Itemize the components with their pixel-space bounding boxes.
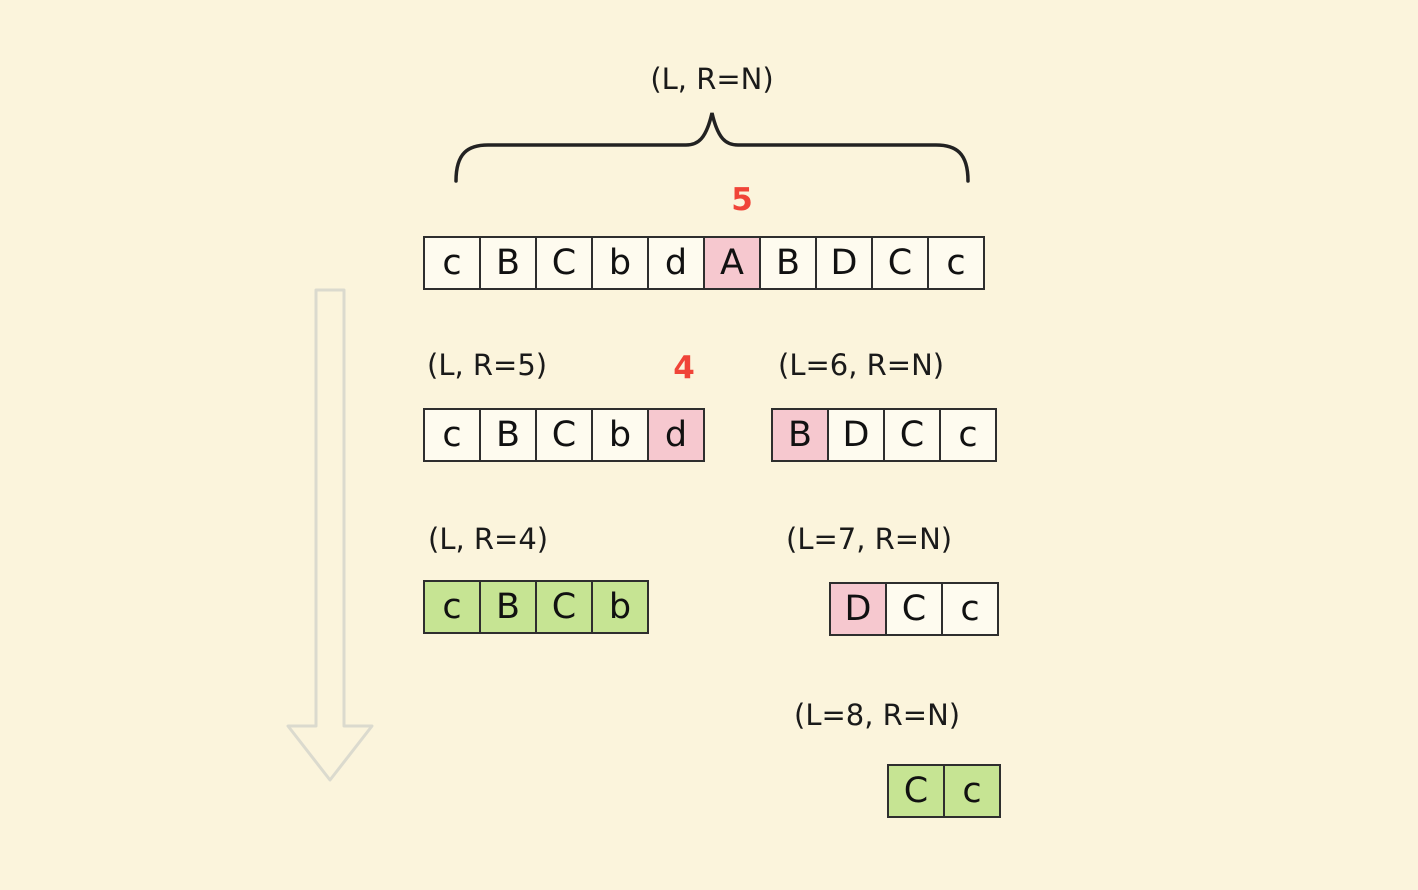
array-cell: C — [871, 236, 929, 290]
array-cell: C — [535, 408, 593, 462]
array-cell: A — [703, 236, 761, 290]
array-cell: B — [771, 408, 829, 462]
array-cell: D — [815, 236, 873, 290]
array-cell: b — [591, 236, 649, 290]
range-label-root: (L, R=N) — [650, 62, 774, 96]
array-cell: c — [423, 580, 481, 634]
array-cell: b — [591, 408, 649, 462]
range-label-right-2: (L=7, R=N) — [786, 522, 953, 556]
array-cell: D — [829, 582, 887, 636]
array-cell: d — [647, 236, 705, 290]
pivot-number-root: 5 — [731, 182, 753, 218]
array-cell: c — [939, 408, 997, 462]
array-cell: C — [883, 408, 941, 462]
range-label-right-3: (L=8, R=N) — [794, 698, 961, 732]
range-label-left-1: (L, R=5) — [427, 348, 548, 382]
array-cell: c — [927, 236, 985, 290]
array-cell: B — [479, 580, 537, 634]
array-cell: C — [535, 580, 593, 634]
pivot-number-left-1: 4 — [673, 350, 695, 386]
array-cell: c — [941, 582, 999, 636]
array-cell: b — [591, 580, 649, 634]
array-cell: B — [479, 408, 537, 462]
array-cell: c — [423, 408, 481, 462]
array-cell: C — [885, 582, 943, 636]
range-label-left-2: (L, R=4) — [428, 522, 549, 556]
curly-brace-icon — [454, 112, 970, 183]
array-cell: B — [479, 236, 537, 290]
array-cell: B — [759, 236, 817, 290]
array-cell: c — [943, 764, 1001, 818]
array-cell: D — [827, 408, 885, 462]
array-cell: C — [887, 764, 945, 818]
array-cell: c — [423, 236, 481, 290]
array-cell: C — [535, 236, 593, 290]
down-arrow-icon — [286, 288, 374, 782]
array-cell: d — [647, 408, 705, 462]
range-label-right-1: (L=6, R=N) — [778, 348, 945, 382]
